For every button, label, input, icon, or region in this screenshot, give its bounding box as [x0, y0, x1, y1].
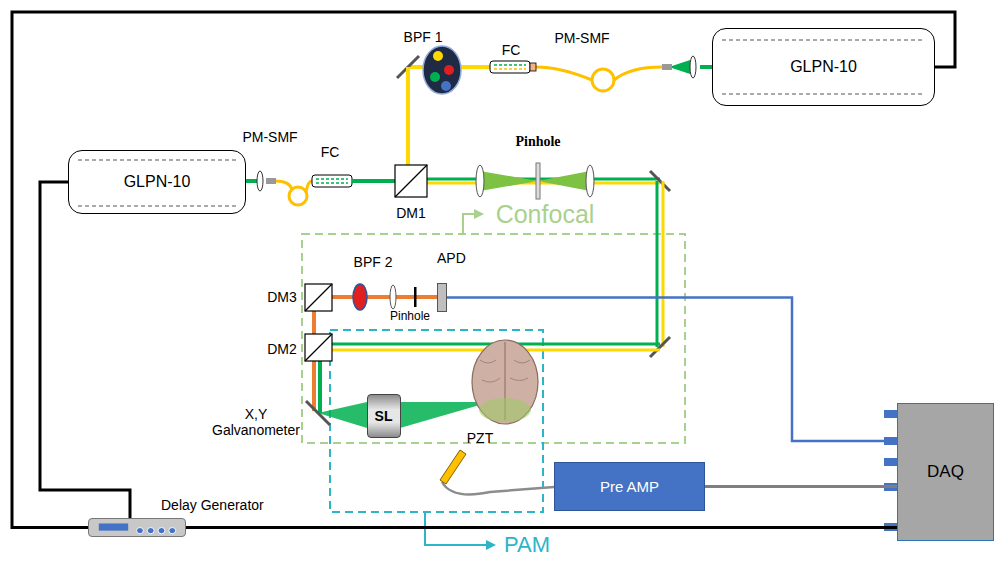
dichroic-cube [395, 165, 427, 197]
region-label: Confocal [496, 200, 595, 229]
pinhole-label: Pinhole [390, 310, 430, 324]
scan-lens: SL [367, 394, 401, 438]
preamp-box: Pre AMP [554, 462, 705, 511]
node-text: GLPN-10 [124, 173, 191, 191]
mirror-label: DM2 [267, 341, 297, 357]
mirror-label: DM1 [396, 205, 426, 221]
galvo-mirror [306, 401, 330, 425]
node-text: APD [437, 250, 466, 266]
confocal-region [302, 234, 685, 443]
node-text: Delay Generator [161, 497, 264, 513]
node-text: SL [375, 408, 393, 424]
filter-label: BPF 1 [404, 29, 443, 45]
mouse-brain [472, 340, 538, 424]
filter-wheel [423, 46, 461, 94]
laser-box: GLPN-10 [712, 28, 935, 106]
region-pointer [463, 214, 482, 234]
daq-box: DAQ [897, 403, 994, 541]
apd-detector: APD [437, 283, 447, 312]
laser-box: GLPN-10 [68, 150, 246, 214]
coupler-label: FC [321, 144, 340, 160]
delay-generator: Delay Generator [88, 518, 186, 537]
pinhole-label: Pinhole [515, 134, 560, 150]
signal-wire [447, 298, 897, 442]
region-label: PAM [504, 532, 550, 557]
signal-wire [705, 485, 897, 488]
filter-label: BPF 2 [354, 254, 393, 270]
transducer-label: PZT [467, 430, 493, 446]
device-panel [89, 519, 185, 536]
fiber-label: PM-SMF [242, 129, 297, 145]
node-text: GLPN-10 [790, 58, 857, 76]
signal-wire [186, 526, 897, 529]
transducer [440, 450, 466, 484]
node-text: Pre AMP [600, 478, 659, 495]
coupler-label: FC [502, 42, 521, 58]
mirror-label: DM3 [267, 289, 297, 305]
signal-wire [40, 182, 130, 518]
signal-wire [12, 12, 955, 528]
node-text: DAQ [927, 462, 964, 482]
scanner-label: X,Y Galvanometer [208, 406, 304, 438]
fiber-label: PM-SMF [554, 30, 609, 46]
